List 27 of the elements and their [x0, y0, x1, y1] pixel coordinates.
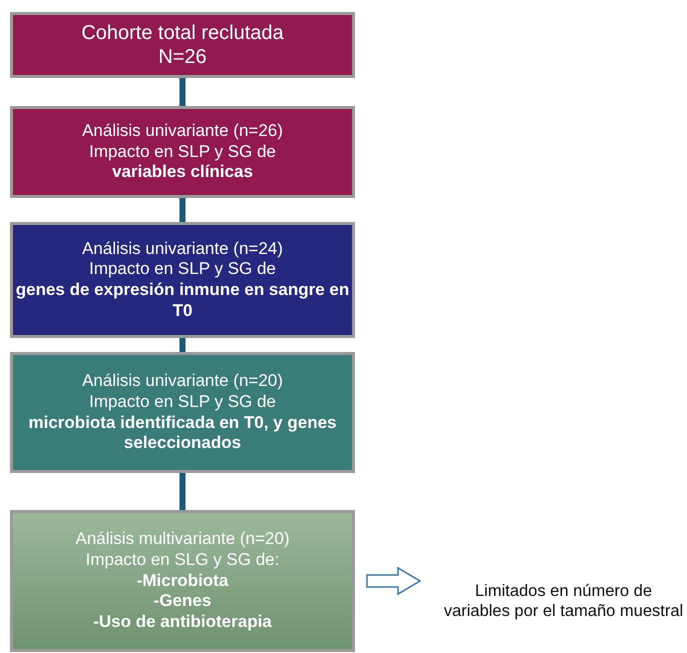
box-text: Análisis univariante (n=26) — [82, 120, 283, 142]
connector-line — [180, 198, 186, 222]
block-arrow — [366, 566, 422, 596]
box-text: microbiota identificada en T0, y genes seleccionados — [28, 412, 338, 454]
box-text: Impacto en SLP y SG de — [89, 392, 276, 412]
connector-line — [180, 338, 186, 352]
process-box — [10, 510, 355, 652]
box-text: Impacto en SLP y SG de — [89, 142, 276, 162]
box-text: Análisis univariante (n=20) — [82, 371, 283, 392]
box-text: -Genes — [154, 591, 212, 612]
process-box — [10, 352, 355, 473]
box-text: N=26 — [158, 45, 207, 70]
box-text: Análisis multivariante (n=20) — [75, 529, 290, 550]
note-text: Limitados en número de variables por el tamaño muestral — [442, 580, 684, 622]
box-text: -Microbiota — [136, 570, 228, 592]
box-text: -Uso de antibioterapia — [93, 612, 272, 633]
box-text: Cohorte total reclutada — [81, 20, 284, 45]
box-text: genes de expresión inmune en sangre en T0 — [14, 280, 350, 322]
box-text: Impacto en SLP y SG de — [89, 259, 276, 280]
process-box — [10, 222, 355, 338]
box-text: variables clínicas — [112, 162, 253, 184]
box-text: Análisis univariante (n=24) — [82, 238, 283, 260]
box-text: Impacto en SLG y SG de: — [86, 550, 280, 571]
connector-line — [180, 78, 186, 106]
process-box — [10, 12, 355, 78]
connector-line — [180, 473, 186, 510]
process-box — [10, 106, 355, 198]
